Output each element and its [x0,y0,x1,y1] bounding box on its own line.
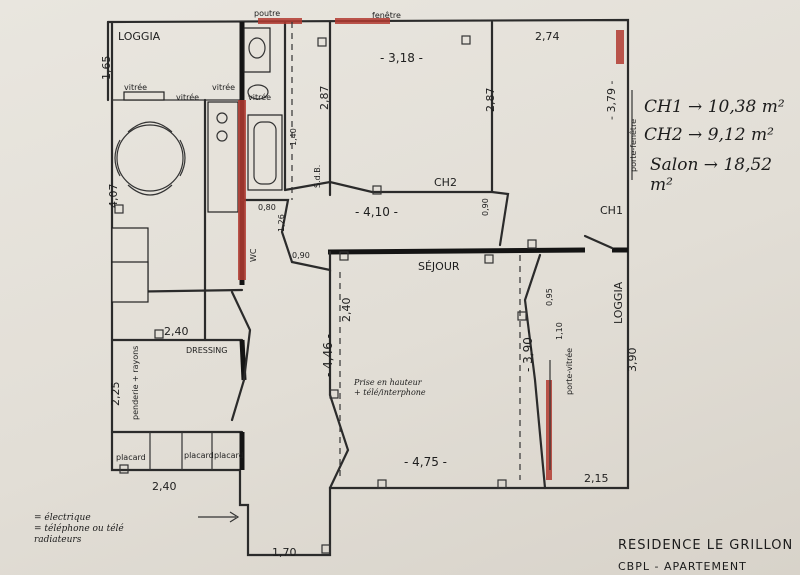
outlet-markers [114,35,537,554]
residence-title: RÉSIDENCE LE GRILLON [618,538,794,553]
dim-2-40c: 2,40 [340,298,353,323]
fixtures [114,27,283,213]
label-vitree-2: vitrée [176,92,199,102]
dim-3-90b: 3,90 [626,348,639,373]
dim-4-10: - 4,10 - [355,205,398,219]
label-loggia-right: LOGGIA [612,281,625,324]
window-hatch-1 [123,91,165,101]
note-prise: Prise en hauteur + télé/interphone [354,378,426,398]
label-fenetre: fenêtre [372,10,401,20]
note-prise-line2: + télé/interphone [354,388,426,397]
dim-4-75: - 4,75 - [404,455,447,469]
dim-3-79: - 3,79 - [605,81,618,120]
hatched-openings [238,18,633,480]
label-porte-fenetre: porte-fenêtre [628,119,638,172]
label-loggia-left: LOGGIA [118,30,161,43]
dim-2-15: 2,15 [584,472,609,485]
residence-subtitle: CBPL - APARTEMENT [618,560,747,573]
label-vitree-4: vitrée [248,92,271,102]
dim-1-65: 1,65 [100,56,113,81]
dim-1-70: 1,70 [272,546,297,559]
dim-2-40b: 2,40 [152,480,177,493]
dim-2-25: 2,25 [109,382,122,407]
outer-walls [106,18,630,557]
legend-line2: = téléphone ou télé [34,524,124,534]
bathtub [247,114,283,191]
label-sdb: S.d.B. [313,165,322,188]
label-porte-vitree: porte-vitrée [564,348,574,395]
dim-2-87b: 2,87 [484,88,497,113]
dim-2-87a: 2,87 [318,86,331,111]
dim-0-95: 0,95 [545,288,554,306]
label-vitree-3: vitrée [212,82,235,92]
area-ch2: CH2 → 9,12 m² [644,125,774,145]
legend-line1: = électrique [34,513,91,523]
dim-0-90a: 0,90 [292,251,310,260]
washbasin [243,27,271,73]
dim-4-07: 4,07 [107,184,120,209]
label-ch1: CH1 [600,204,623,217]
dim-1-40: 1,40 [289,128,298,146]
label-penderie: penderie + rayons [131,346,140,420]
dimension-labels: 1,65 2,74 - 3,18 - 2,87 2,87 - 3,79 - 1,… [100,30,639,559]
arrows [198,511,240,523]
legend-line3: radiateurs [34,535,82,545]
dining-table [116,124,184,192]
label-placard-3: placard [214,451,244,460]
area-salon: Salon → 18,52 m² [650,155,773,195]
label-dressing: DRESSING [186,346,227,355]
dim-3-18: - 3,18 - [380,51,423,65]
inner-walls [110,20,628,490]
label-placard-2: placard [184,451,214,460]
label-poutre: poutre [254,9,280,18]
dim-2-40a: 2,40 [164,325,189,338]
dim-1-26: 1,26 [277,214,286,232]
toilet [247,84,269,100]
label-wc: WC [249,248,258,262]
room-labels: LOGGIA LOGGIA CH1 CH2 SÉJOUR DRESSING S.… [116,9,638,462]
dim-0-90b: 0,90 [481,198,490,216]
dim-4-46: - 4,46 - [321,334,335,377]
label-ch2: CH2 [434,176,457,189]
label-placard-1: placard [116,453,146,462]
kitchen-counter [207,101,239,213]
dimension-lines [291,22,521,480]
dim-1-10: 1,10 [555,322,564,340]
dim-2-74: 2,74 [535,30,560,43]
dim-3-90a: - 3,90 - [521,329,535,372]
area-ch1: CH1 → 10,38 m² [644,97,785,117]
label-sejour: SÉJOUR [418,260,460,273]
dim-0-80: 0,80 [258,203,276,212]
note-prise-line1: Prise en hauteur [354,378,422,387]
legend-notes: = électrique = téléphone ou télé radiate… [34,513,124,546]
label-vitree-1: vitrée [124,82,147,92]
